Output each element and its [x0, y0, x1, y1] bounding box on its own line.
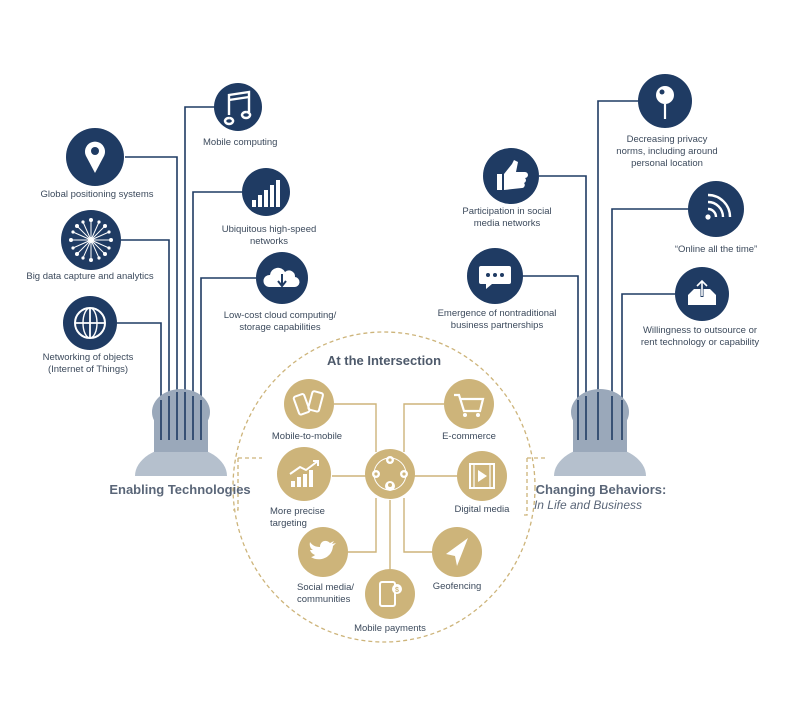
intersection-label-6: Mobile payments — [354, 623, 426, 634]
mobile-payment-icon: $ — [365, 569, 415, 619]
behaviors-subtitle: In Life and Business — [534, 498, 642, 512]
network-burst-icon — [61, 210, 121, 270]
map-pin-icon — [638, 74, 692, 128]
behavior-label-1b: media networks — [474, 218, 541, 229]
enabling-label-2b: networks — [250, 236, 288, 247]
enabling-label-4b: storage capabilities — [239, 322, 321, 333]
enabling-label-3: Big data capture and analytics — [26, 271, 154, 282]
signal-bars-icon — [242, 168, 290, 216]
right-dashed-connector — [522, 457, 548, 516]
behavior-label-0b: norms, including around — [616, 146, 717, 157]
enabling-label-2a: Ubiquitous high-speed — [222, 224, 317, 235]
behavior-label-0a: Decreasing privacy — [627, 134, 708, 145]
behavior-label-2: “Online all the time” — [675, 244, 757, 255]
behavior-connector-lines — [522, 100, 688, 440]
intersection-label-3: Digital media — [455, 504, 511, 515]
enabling-label-4a: Low-cost cloud computing/ — [224, 310, 337, 321]
chat-bubble-icon — [467, 248, 523, 304]
enabling-label-5b: (Internet of Things) — [48, 364, 128, 375]
behavior-label-3a: Emergence of nontraditional — [438, 308, 557, 319]
behavior-label-3b: business partnerships — [451, 320, 544, 331]
behavior-label-4b: rent technology or capability — [641, 337, 760, 348]
wifi-icon — [688, 181, 744, 237]
video-play-icon — [457, 451, 507, 501]
enabling-label-1: Global positioning systems — [41, 189, 154, 200]
mobile-to-mobile-icon — [284, 379, 334, 429]
behaviors-hub — [554, 389, 646, 476]
thumbs-up-icon — [483, 148, 539, 204]
intersection-label-4a: Social media/ — [297, 582, 354, 593]
twitter-bird-icon — [298, 527, 348, 577]
shopping-cart-icon — [444, 379, 494, 429]
outbox-icon — [675, 267, 729, 321]
left-dashed-connector — [233, 457, 262, 511]
music-note-icon — [214, 83, 262, 131]
behavior-label-0c: personal location — [631, 158, 703, 169]
intersection-boundary — [232, 331, 536, 643]
location-pin-icon — [66, 128, 124, 186]
intersection-label-4b: communities — [297, 594, 351, 605]
people-network-icon — [365, 449, 415, 499]
behavior-label-1a: Participation in social — [462, 206, 551, 217]
enabling-title: Enabling Technologies — [109, 482, 250, 497]
intersection-connectors — [323, 403, 458, 570]
svg-text:$: $ — [395, 587, 399, 594]
intersection-label-1: E-commerce — [442, 431, 496, 442]
behavior-label-4a: Willingness to outsource or — [643, 325, 757, 336]
intersection-label-2a: More precise — [270, 506, 325, 517]
enabling-hub — [135, 389, 227, 476]
cloud-download-icon — [256, 252, 308, 304]
intersection-title: At the Intersection — [327, 353, 441, 368]
navigation-arrow-icon — [432, 527, 482, 577]
intersection-label-2b: targeting — [270, 518, 307, 529]
growth-chart-icon — [277, 447, 331, 501]
globe-grid-icon — [63, 296, 117, 350]
enabling-connector-lines — [117, 106, 256, 440]
intersection-label-5: Geofencing — [433, 581, 482, 592]
enabling-label-0: Mobile computing — [203, 137, 277, 148]
intersection-label-0: Mobile-to-mobile — [272, 431, 342, 442]
enabling-label-5a: Networking of objects — [43, 352, 134, 363]
behaviors-title: Changing Behaviors: — [536, 482, 667, 497]
